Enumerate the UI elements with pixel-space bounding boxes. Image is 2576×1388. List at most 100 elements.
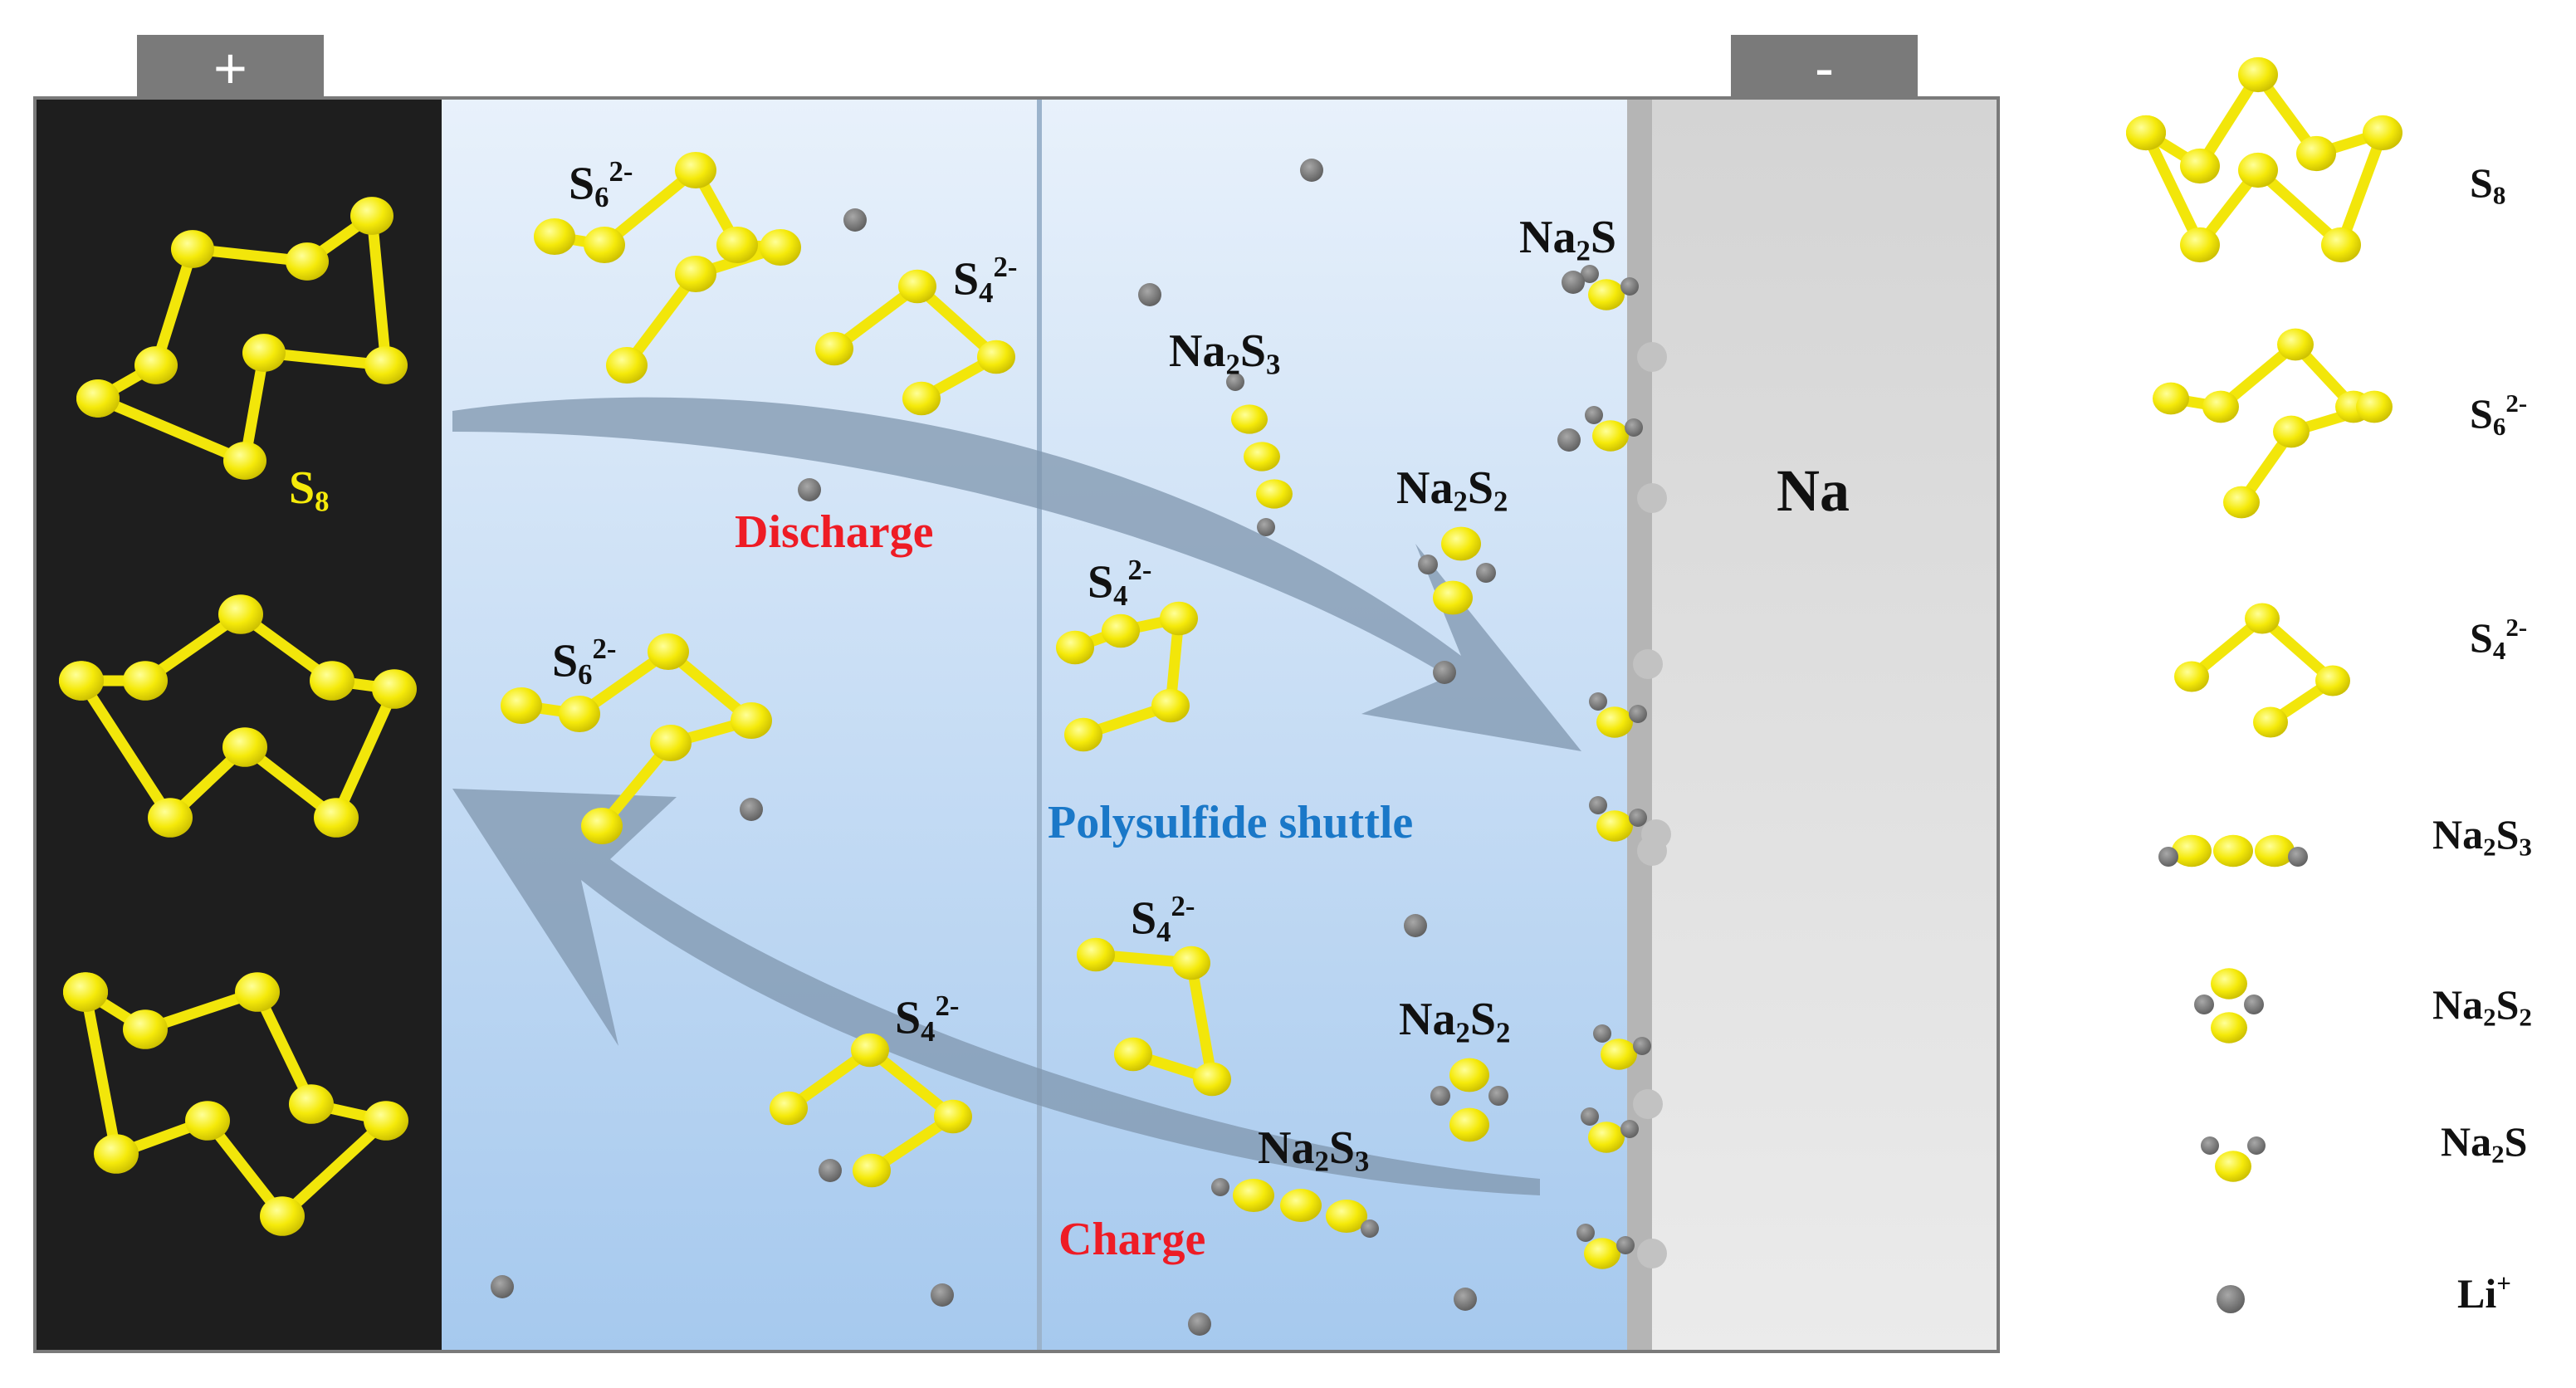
legend-s8-icon-atom [2180,148,2220,184]
na2s3-na-ion [1361,1219,1379,1238]
legend-s4-icon-atom [2174,661,2209,692]
cathode-s8-ring-2-atom [218,594,263,634]
legend-li-label: Li+ [2457,1268,2511,1317]
cathode-s8-ring-3-atom [364,1101,408,1141]
charge-label: Charge [1058,1214,1206,1265]
cathode-s8-ring-2-atom [314,798,359,838]
s4-ring-low-atom [1077,937,1115,972]
cathode-s8-ring-1-atom [223,442,266,480]
s6-label-top: S62- [569,155,633,214]
s6-ring-top-atom [716,227,758,263]
anode-label: Na [1777,457,1850,524]
cathode-s8-ring-3-atom [235,972,280,1012]
li-ion [1404,914,1427,937]
li-ion [1454,1288,1477,1311]
cathode-s8-ring-1-atom [242,334,286,372]
na2s3-chain-top-atom [1231,404,1268,434]
legend-s8-icon-atom [2126,115,2166,151]
s4-label-low: S42- [1131,890,1195,949]
li-ion [1300,159,1323,182]
cathode-s8-ring-1-atom [171,230,214,268]
anode-surface-bump [1633,649,1663,679]
s4-label-top: S42- [953,251,1018,310]
na2s2-na-ion [1476,563,1496,583]
na2s2-na-ion [1430,1086,1450,1106]
s4-ring-mid-atom [1056,630,1094,665]
cathode-s8-ring-1-atom [134,346,178,384]
legend-na2s3-label: Na2S3 [2432,811,2532,862]
cathode-s8-ring-2-atom [123,661,168,701]
s6-ring-mid-atom [650,725,692,761]
s4-ring-mid-atom [1102,613,1140,648]
li-ion [843,208,867,232]
cathode-s8-ring-2-atom [59,661,104,701]
cathode-s8-ring-1-atom [286,242,329,281]
legend-s6-icon-atom [2273,415,2310,448]
charge-arrow [452,789,1540,1195]
legend-na2s-label: Na2S [2441,1118,2528,1169]
legend-s4-label: S42- [2470,613,2528,665]
s6-ring-top-atom [584,227,625,263]
legend-s4-icon [2174,603,2350,738]
na2s3-na-ion [1211,1178,1229,1196]
s4-ring-low-atom [1172,946,1210,980]
legend-na2s-na-ion [2201,1136,2219,1155]
legend-na2s3-icon-atom [2172,834,2212,868]
na2s2-label-top: Na2S2 [1396,462,1508,518]
na2s-na-ion [1593,1024,1611,1043]
s4-ring-bottom-atom [853,1153,891,1188]
na2s-na-ion [1581,1107,1599,1126]
s4-ring-mid-atom [1151,688,1190,723]
legend-na2s3-icon-atom [2213,834,2253,868]
li-ion [1138,283,1161,306]
li-ion [798,478,821,501]
s4-ring-mid-atom [1160,601,1198,636]
s4-ring-mid [1056,601,1198,752]
cathode-s8-ring-2-atom [222,727,267,767]
na2s2-label-bottom: Na2S2 [1399,994,1511,1049]
cathode-s8-ring-3-atom [289,1084,334,1124]
s6-ring-top-atom [675,152,716,188]
na2s3-na-ion [1226,373,1244,391]
na2s-na-ion [1629,705,1647,723]
s6-ring-top-atom [606,347,648,384]
s4-ring-top-atom [977,340,1015,374]
na2s-na-ion [1581,265,1599,283]
s4-label-bottom: S42- [895,990,960,1048]
s4-ring-low-atom [1193,1062,1231,1097]
na2s-na-ion [1589,796,1607,814]
negative-terminal: - [1731,35,1918,100]
legend-na2s2-na-ion [2244,995,2264,1014]
s4-ring-bottom-atom [770,1091,808,1126]
na2s-na-ion [1620,1120,1639,1138]
legend-na2s3-na-ion [2158,847,2178,867]
s4-ring-bottom-atom [934,1099,972,1134]
na2s3-label-top: Na2S3 [1169,325,1281,381]
legend-na2s2-atom [2211,968,2247,999]
na2s3-chain-top-atom [1256,479,1293,509]
legend-na2s-atom [2215,1151,2251,1182]
li-ion [491,1275,514,1298]
legend-s6-icon-bonds [2169,339,2380,506]
legend-s4-icon-bonds [2187,613,2339,727]
s6-ring-mid-atom [559,696,600,732]
discharge-arrow [452,397,1581,751]
li-ion [1188,1312,1211,1336]
s6-ring-top-atom [534,218,575,255]
legend-s8-icon-atom [2321,227,2361,263]
s6-ring-top-atom [675,256,716,292]
na2s-na-ion [1589,692,1607,711]
s4-ring-top-atom [902,381,941,416]
anode-surface-bump [1637,483,1667,513]
s4-ring-top [815,269,1015,416]
legend-na2s3-na-ion [2288,847,2308,867]
legend-s8-icon-atom [2180,227,2220,263]
legend-s4-icon-atom [2253,706,2288,738]
na2s-atom [1588,279,1625,310]
positive-terminal: + [137,35,324,100]
na2s3-label-bottom: Na2S3 [1258,1122,1370,1178]
na2s-atom [1592,420,1629,452]
cathode-s8-ring-2 [59,594,417,838]
na2s3-chain-bottom-atom [1326,1200,1367,1233]
